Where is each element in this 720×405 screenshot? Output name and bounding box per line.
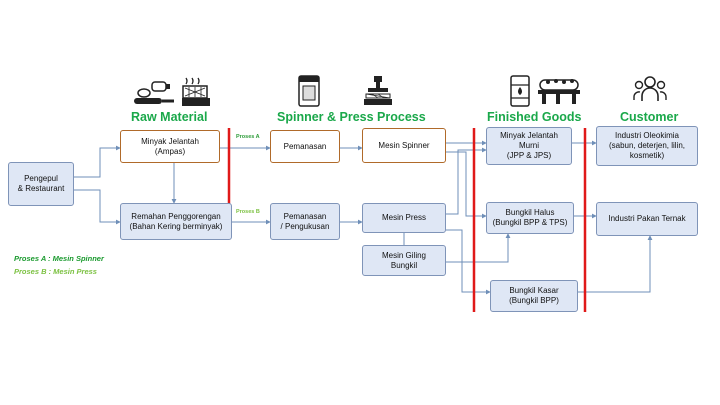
arrow-press-kasar bbox=[446, 229, 491, 295]
node-industri-pakan-ternak: Industri Pakan Ternak bbox=[596, 202, 698, 236]
node-minyak-jelantah-ampas: Minyak Jelantah (Ampas) bbox=[120, 130, 220, 163]
spinner-machine-icon bbox=[298, 75, 320, 107]
tag-proses-a: Proses A bbox=[236, 134, 260, 140]
heading-customer: Customer bbox=[620, 110, 679, 124]
customers-group-icon bbox=[633, 76, 667, 101]
legend-proses-b: Proses B : Mesin Press bbox=[14, 267, 97, 276]
arrow-pengepul-remahan bbox=[74, 189, 121, 225]
node-bungkil-kasar: Bungkil Kasar (Bungkil BPP) bbox=[490, 280, 578, 312]
arrow-giling-halus bbox=[446, 233, 511, 263]
heading-finished-goods: Finished Goods bbox=[487, 110, 582, 124]
node-pemanasan-pengukusan: Pemanasan / Pengukusan bbox=[270, 203, 340, 240]
arrow-press-murni bbox=[446, 147, 487, 215]
livestock-feed-icon bbox=[538, 79, 580, 104]
press-machine-icon bbox=[364, 76, 392, 105]
node-mesin-giling-bungkil: Mesin Giling Bungkil bbox=[362, 245, 446, 276]
fryer-icon bbox=[182, 77, 210, 106]
arrow-spinner-halus bbox=[446, 151, 487, 219]
node-pengepul-restaurant: Pengepul & Restaurant bbox=[8, 162, 74, 206]
tag-proses-b: Proses B bbox=[236, 209, 260, 215]
oil-barrel-icon bbox=[510, 75, 530, 107]
heading-raw-material: Raw Material bbox=[131, 110, 208, 124]
heading-spinner-press-process: Spinner & Press Process bbox=[277, 110, 426, 124]
node-pemanasan: Pemanasan bbox=[270, 130, 340, 163]
oil-bottle-pan-icon bbox=[134, 81, 174, 104]
node-mesin-press: Mesin Press bbox=[362, 203, 446, 233]
node-mesin-spinner: Mesin Spinner bbox=[362, 128, 446, 163]
node-bungkil-halus: Bungkil Halus (Bungkil BPP & TPS) bbox=[486, 202, 574, 234]
node-industri-oleokimia: Industri Oleokimia (sabun, deterjen, lil… bbox=[596, 126, 698, 166]
legend-proses-a: Proses A : Mesin Spinner bbox=[14, 254, 104, 263]
arrow-kasar-pakan bbox=[578, 235, 653, 293]
node-remahan-penggorengan: Remahan Penggorengan (Bahan Kering bermi… bbox=[120, 203, 232, 240]
arrow-pengepul-minyak bbox=[74, 145, 121, 178]
node-minyak-jelantah-murni: Minyak Jelantah Murni (JPP & JPS) bbox=[486, 127, 572, 165]
